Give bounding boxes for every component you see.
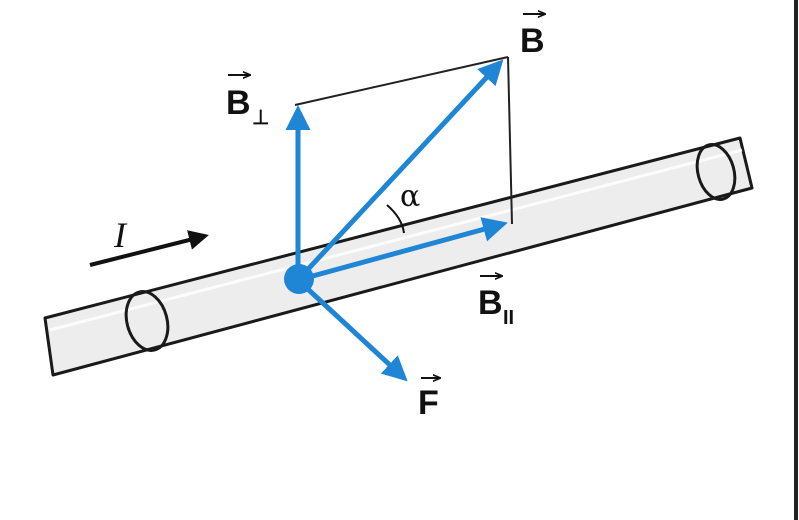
current-arrow (89, 230, 209, 267)
current-label: I (113, 215, 128, 255)
force-label: F (418, 384, 439, 422)
wire (43, 136, 754, 377)
parallel-label-group: B II (478, 276, 514, 329)
parallel-label: B (478, 284, 503, 322)
perpendicular-label-group: B ⊥ (226, 75, 269, 129)
parallel-subscript: II (503, 307, 514, 329)
wire-body (43, 136, 754, 377)
field-label: B (520, 22, 545, 60)
force-label-group: F (418, 378, 440, 422)
angle-arc (386, 204, 405, 234)
parallel-vector (297, 217, 508, 283)
component-frame (294, 56, 513, 225)
wire-right-ring (695, 143, 737, 201)
perpendicular-subscript: ⊥ (252, 107, 269, 129)
field-label-group: B (520, 14, 545, 60)
wire-highlight (49, 148, 743, 332)
perpendicular-label: B (226, 84, 251, 122)
origin-point (284, 264, 314, 294)
force-vector (296, 278, 408, 382)
angle-label: α (400, 179, 420, 214)
field-vector (296, 59, 504, 282)
wire-left-ring (124, 290, 170, 352)
